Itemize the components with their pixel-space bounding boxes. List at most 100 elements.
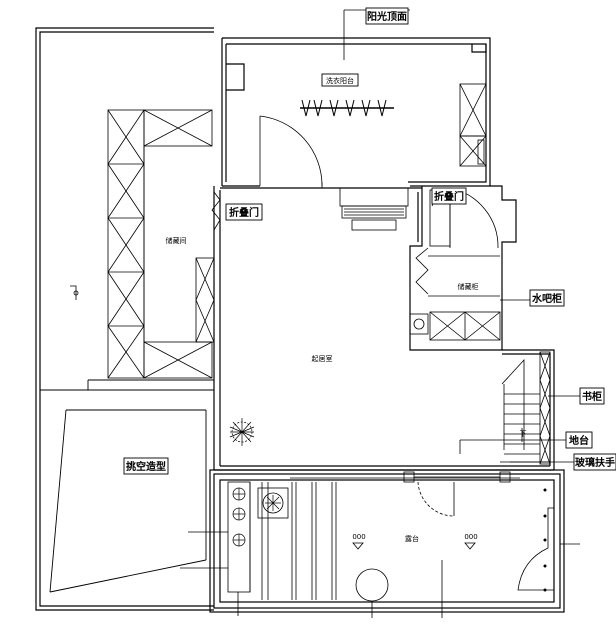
light-dot bbox=[543, 588, 547, 592]
plant-large bbox=[229, 418, 255, 446]
balcony-fixtures bbox=[259, 83, 487, 188]
clothes-hangers bbox=[301, 99, 387, 117]
cab-x bbox=[107, 271, 145, 327]
box-bookcase bbox=[579, 387, 605, 405]
cab-x bbox=[143, 109, 213, 147]
washing-machine-bottom bbox=[459, 135, 487, 167]
label-bookcase: 书柜 bbox=[582, 390, 602, 403]
stair bbox=[501, 351, 551, 465]
balcony-notch-right bbox=[471, 44, 487, 53]
wb-x bbox=[464, 311, 501, 341]
box-fold-right bbox=[431, 187, 467, 205]
folding-door-right-shape bbox=[415, 247, 429, 295]
terrace-door-swing bbox=[417, 481, 455, 517]
void-inner-bottom bbox=[49, 559, 207, 593]
cab-x bbox=[107, 109, 145, 165]
bc-x bbox=[539, 351, 551, 381]
terrace-light-dots bbox=[543, 488, 547, 592]
outer-wall-left bbox=[35, 27, 214, 611]
drain-line bbox=[70, 285, 77, 300]
piano-bench bbox=[351, 219, 397, 231]
label-void-feature: 挑空造型 bbox=[126, 460, 166, 473]
plan-labels: 阳光顶面 洗衣阳台 折叠门 折叠门 储藏间 储藏柜 水吧柜 起居室 书柜 地台 … bbox=[126, 10, 615, 543]
cab-x bbox=[195, 299, 215, 343]
plant-outline bbox=[231, 421, 253, 443]
label-storage-cabinet: 储藏柜 bbox=[458, 282, 479, 291]
plant-icon bbox=[229, 418, 281, 547]
glass-handrail-shape bbox=[290, 471, 520, 483]
label-sunroof: 阳光顶面 bbox=[367, 10, 407, 23]
label-platform: 地台 bbox=[569, 434, 589, 447]
box-fold-left bbox=[225, 203, 263, 221]
feature-circle bbox=[262, 492, 284, 514]
label-water-bar-cabinet: 水吧柜 bbox=[531, 292, 562, 305]
box-platform bbox=[565, 431, 593, 449]
hanger bbox=[313, 99, 323, 117]
stair-wall-outer bbox=[502, 349, 555, 470]
label-glass-handrail: 玻璃扶手 bbox=[575, 456, 615, 469]
cabinet-bottom bbox=[143, 341, 213, 379]
plant-small bbox=[232, 487, 246, 501]
wb-x bbox=[429, 311, 466, 341]
balcony-door-swing bbox=[259, 115, 323, 187]
cab-x bbox=[143, 341, 213, 379]
corner-planter bbox=[517, 507, 555, 591]
label-folding-door-right: 折叠门 bbox=[434, 190, 464, 203]
fridge-circle bbox=[413, 318, 425, 330]
hanger bbox=[329, 99, 339, 117]
cab-x bbox=[195, 257, 215, 301]
label-lamp-left: 000 bbox=[352, 533, 365, 541]
stair-treads bbox=[504, 393, 540, 455]
cab-x bbox=[107, 325, 145, 379]
leaf bbox=[266, 496, 280, 510]
terrace-fixtures bbox=[227, 481, 555, 602]
living-fixtures bbox=[339, 187, 501, 341]
outer-wall-left-inner bbox=[39, 31, 214, 607]
hanger bbox=[377, 99, 387, 117]
light-dot bbox=[543, 564, 547, 568]
label-laundry-balcony: 洗衣阳台 bbox=[326, 76, 354, 85]
bc-x bbox=[539, 379, 551, 409]
label-lamp-right: 000 bbox=[464, 533, 477, 541]
terrace-slats bbox=[261, 482, 337, 600]
label-stair-down: 下 bbox=[520, 430, 527, 438]
terrace-railing bbox=[209, 469, 565, 613]
fridge bbox=[409, 313, 429, 335]
label-storage-room: 储藏间 bbox=[166, 236, 187, 245]
void-region bbox=[40, 379, 214, 593]
hanger bbox=[301, 99, 311, 117]
cab-x bbox=[107, 217, 145, 273]
sink bbox=[477, 139, 485, 165]
bc-x bbox=[539, 407, 551, 437]
storage-cabinets bbox=[70, 109, 215, 379]
folding-door-left-shape bbox=[211, 191, 221, 231]
balcony-outer-wall bbox=[222, 37, 491, 187]
plant-small bbox=[232, 533, 246, 547]
leaf bbox=[229, 426, 255, 438]
stair-outline bbox=[501, 358, 525, 450]
light-dot bbox=[543, 538, 547, 542]
box-laundry bbox=[321, 73, 359, 87]
light-dot bbox=[543, 488, 547, 492]
hanger bbox=[345, 99, 355, 117]
light-dot bbox=[543, 514, 547, 518]
label-terrace: 露台 bbox=[405, 534, 419, 543]
lamp-right-icon bbox=[464, 542, 476, 550]
wm-x bbox=[459, 135, 487, 167]
plant-feature bbox=[265, 495, 281, 511]
balcony-notch-left bbox=[226, 63, 245, 91]
terrace-feature bbox=[257, 487, 289, 519]
cabinet-top bbox=[143, 109, 213, 147]
cab-x bbox=[107, 163, 145, 219]
plant-small bbox=[232, 507, 246, 521]
callout-boxes bbox=[123, 7, 616, 475]
piano-keys bbox=[341, 205, 407, 219]
box-sunroof bbox=[365, 7, 409, 25]
wm-x bbox=[459, 83, 487, 137]
void-inner-left bbox=[49, 409, 67, 593]
label-kitchen: 起居室 bbox=[312, 354, 333, 363]
box-water-bar bbox=[529, 289, 565, 307]
hanger bbox=[361, 99, 371, 117]
